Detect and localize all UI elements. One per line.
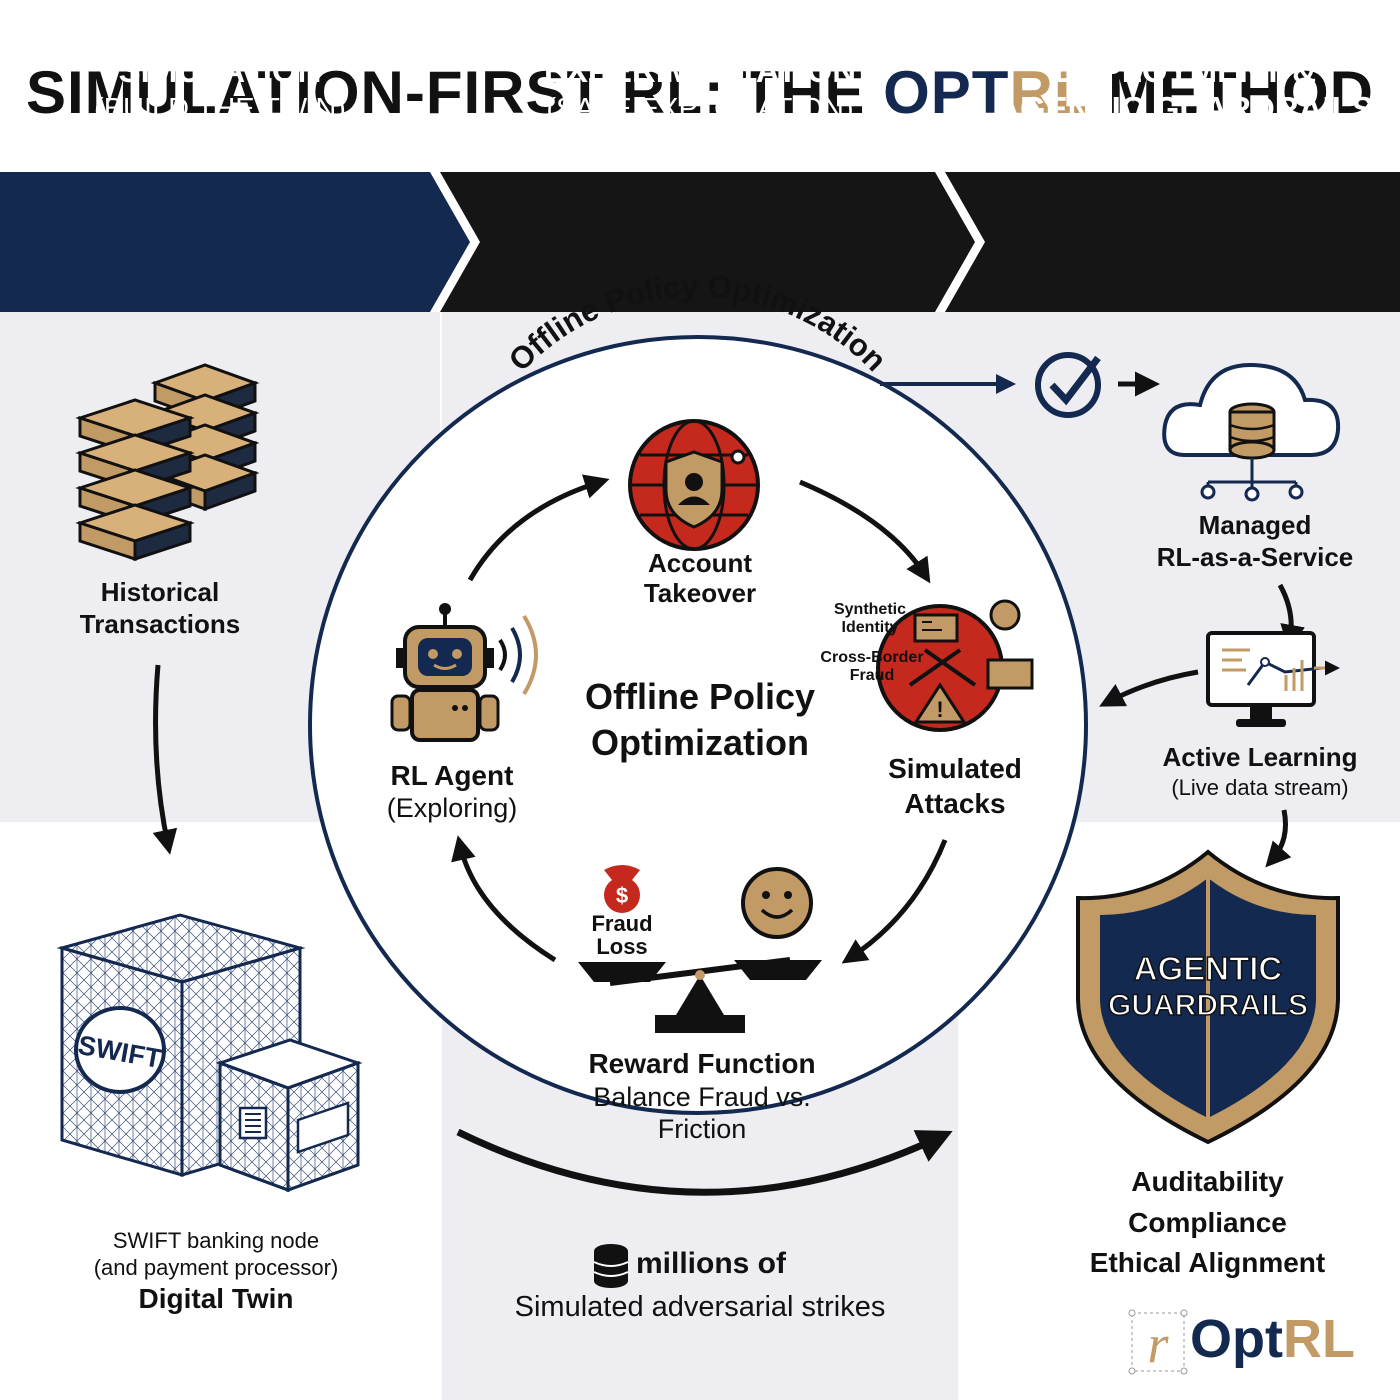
shield-text-2: GUARDRAILS	[1108, 989, 1308, 1022]
synthetic-identity-label-1: Synthetic	[833, 601, 906, 618]
reward-function-sub-2: Friction	[657, 1114, 747, 1144]
smiley-icon	[741, 867, 813, 939]
swift-twin-icon	[56, 913, 363, 1193]
phase-2-label: SIMULATION-FIRST EXPERIMENTATION (SAFE E…	[480, 14, 920, 128]
managed-service-label-2: RL-as-a-Service	[1156, 542, 1354, 572]
ethical-alignment-label: Ethical Alignment	[1089, 1247, 1326, 1278]
title-part-3: RL	[1009, 59, 1091, 126]
logo-wordmark: OptRL	[1190, 1308, 1355, 1370]
historical-label-1: Historical	[100, 577, 220, 607]
phase-1-chevron	[0, 172, 470, 312]
reward-function-sub-1: Balance Fraud vs.	[593, 1082, 811, 1112]
phase-banners	[0, 172, 1400, 312]
balance-scale-icon	[578, 957, 822, 1033]
twin-label-3: Digital Twin	[138, 1283, 294, 1314]
simulated-attacks-icon: !	[876, 599, 1034, 732]
money-symbol: $	[616, 883, 628, 908]
arrow-reward-to-agent	[451, 835, 557, 963]
arrow-simulation-to-production	[456, 1128, 953, 1196]
twin-label-1: SWIFT banking node	[112, 1228, 320, 1253]
logo-text-rl: RL	[1282, 1309, 1355, 1369]
center-title-2: Optimization	[591, 722, 809, 763]
phase-2-chevron	[440, 172, 975, 312]
title-part-1: SIMULATION-FIRST RL: THE	[25, 59, 884, 126]
active-learning-sub: (Live data stream)	[1171, 775, 1349, 800]
phase-3-head-1: PRODUCTION	[1074, 14, 1296, 51]
monitor-icon	[1206, 631, 1340, 727]
title-part-2: OPT	[883, 59, 1010, 126]
cross-border-label-1: Cross-Border	[820, 649, 924, 666]
rl-agent-robot-icon	[390, 603, 538, 742]
arrow-takeover-to-attacks	[799, 479, 931, 584]
phase-3-chevron	[945, 172, 1400, 312]
arrow-monitor-to-loop	[1099, 669, 1199, 707]
logo-mark	[1128, 1309, 1188, 1375]
phase-3-head-2: DEPLOYMENT &	[1053, 52, 1317, 89]
simulated-attacks-label-2: Attacks	[904, 788, 1006, 819]
phase-2-sub: (SAFE EXPLORATION)	[546, 93, 854, 125]
synthetic-identity-label-2: Identity	[841, 619, 899, 636]
logo-mark-letter: r	[1147, 1314, 1169, 1374]
phase-3-label: PRODUCTION DEPLOYMENT & AGENTIC GUARDRAI…	[985, 14, 1385, 128]
check-circle-icon	[1035, 352, 1101, 418]
account-takeover-icon	[628, 419, 760, 551]
fraud-loss-label-1: Fraud	[591, 911, 653, 936]
server-stack-icon	[75, 363, 260, 562]
cross-border-label-2: Fraud	[849, 667, 895, 684]
arrow-historical-to-twin	[152, 664, 178, 855]
phase-3-head-3: AGENTIC GUARDRAILS	[996, 90, 1374, 127]
managed-service-label-1: Managed	[1198, 510, 1312, 540]
shield-text-1: AGENTIC	[1134, 950, 1283, 987]
rl-agent-label-2: (Exploring)	[386, 793, 518, 823]
phase-1-sub: (BUILD THE TWIN)	[94, 93, 346, 125]
shield-icon	[1076, 849, 1340, 1145]
arrow-agent-to-takeover	[467, 474, 610, 582]
phase-1-head-2: SIMULATION	[118, 52, 322, 89]
active-learning-label: Active Learning	[1162, 742, 1358, 772]
center-title-1: Offline Policy	[584, 676, 816, 717]
page-title: SIMULATION-FIRST RL: THE OPTRL METHOD	[0, 58, 1400, 127]
fraud-loss-label-2: Loss	[596, 934, 648, 959]
database-icon	[593, 1244, 629, 1288]
simulated-attacks-label-1: Simulated	[888, 753, 1022, 784]
phase-2-head-2: EXPERIMENTATION	[543, 52, 857, 89]
title-part-4: METHOD	[1090, 59, 1375, 126]
compliance-label: Compliance	[1128, 1207, 1287, 1238]
svg-text:!: !	[936, 697, 943, 722]
arrow-attacks-to-reward	[841, 839, 948, 964]
account-takeover-label-1: Account	[648, 548, 752, 578]
millions-label: millions of	[636, 1247, 786, 1280]
rl-agent-label-1: RL Agent	[390, 760, 514, 791]
cloud-database-icon	[1162, 362, 1341, 502]
phase-1-label: PREPARATION & SIMULATION (BUILD THE TWIN…	[0, 14, 440, 128]
money-bag-icon	[604, 865, 640, 913]
twin-label-2: (and payment processor)	[93, 1255, 339, 1280]
reward-function-label: Reward Function	[588, 1048, 816, 1079]
account-takeover-label-2: Takeover	[643, 578, 757, 608]
logo-text-opt: Opt	[1190, 1309, 1283, 1369]
strikes-label: Simulated adversarial strikes	[514, 1291, 886, 1323]
phase-1-head-1: PREPARATION &	[85, 14, 355, 51]
phase-2-head-1: SIMULATION-FIRST	[545, 14, 855, 51]
historical-label-2: Transactions	[79, 609, 241, 639]
auditability-label: Auditability	[1131, 1166, 1284, 1197]
arrow-learning-to-shield	[1265, 809, 1292, 868]
